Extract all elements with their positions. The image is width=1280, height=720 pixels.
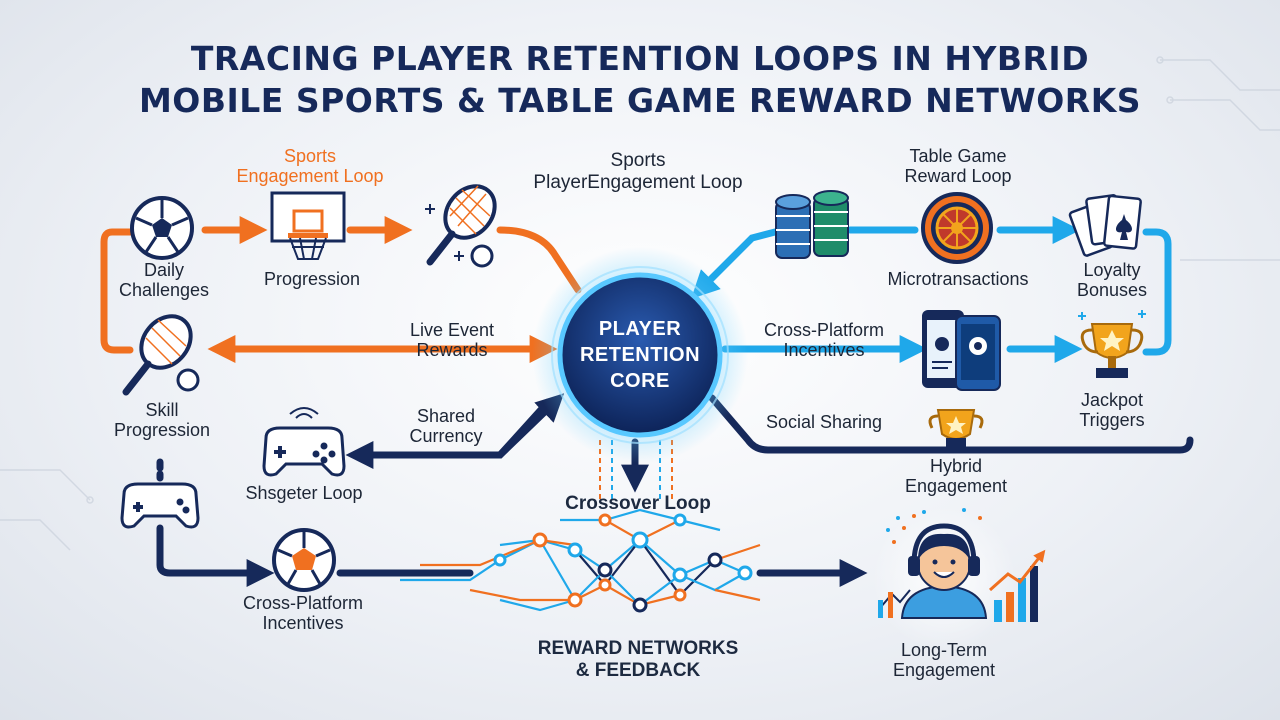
cross-platform-right-line2: Incentives — [783, 340, 865, 360]
table-game-reward-header-line2: Reward Loop — [904, 166, 1012, 186]
cross-platform-right-label: Cross-Platform Incentives — [764, 320, 884, 360]
shared-currency-label: Shared Currency — [409, 406, 482, 446]
hybrid-engagement-label: Hybrid Engagement — [905, 456, 1007, 496]
diagram-title-line2: MOBILE SPORTS & TABLE GAME REWARD NETWOR… — [138, 81, 1142, 120]
playing-cards-icon — [1068, 194, 1142, 257]
core-label: PLAYER RETENTION CORE — [560, 316, 720, 394]
live-event-rewards-label: Live Event Rewards — [410, 320, 494, 360]
reward-networks-label: REWARD NETWORKS & FEEDBACK — [538, 638, 739, 682]
cross-platform-left-label: Cross-Platform Incentives — [243, 593, 363, 633]
poker-chips-icon — [775, 190, 849, 259]
core-label-line2: RETENTION — [579, 344, 701, 366]
roulette-wheel-icon — [921, 192, 993, 264]
daily-challenges-label: Daily Challenges — [119, 260, 209, 300]
jackpot-triggers-line2: Triggers — [1079, 410, 1145, 430]
sports-player-engagement-header-line2: PlayerEngagement Loop — [533, 172, 743, 193]
sports-player-engagement-header: Sports PlayerEngagement Loop — [533, 150, 742, 194]
skill-progression-label: Skill Progression — [114, 400, 210, 440]
loyalty-bonuses-line1: Loyalty — [1083, 260, 1141, 280]
long-term-engagement-line2: Engagement — [892, 660, 996, 680]
soccer-ball-icon-orange — [272, 528, 336, 592]
sports-engagement-header: Sports Engagement Loop — [236, 146, 383, 186]
loyalty-bonuses-label: Loyalty Bonuses — [1077, 260, 1147, 300]
growth-chart-icon — [878, 549, 1046, 622]
core-label-line3: CORE — [610, 370, 670, 392]
long-term-engagement-label: Long-Term Engagement — [893, 640, 995, 680]
loop-right-connector — [1142, 228, 1172, 356]
table-loop-arrows — [691, 216, 1172, 363]
game-controller-icon — [262, 407, 346, 477]
basketball-hoop-icon — [270, 191, 346, 260]
arrow-core-to-hybrid — [708, 394, 1194, 454]
skill-progression-line2: Progression — [113, 420, 211, 440]
trophy-icon — [1078, 310, 1146, 378]
progression-label: Progression — [263, 269, 361, 289]
hybrid-engagement-line1: Hybrid — [929, 456, 983, 476]
arrow-controller-to-cross-platform — [156, 524, 275, 587]
shared-currency-line2: Currency — [409, 426, 483, 446]
loyalty-bonuses-line2: Bonuses — [1076, 280, 1148, 300]
daily-challenges-line1: Daily — [143, 260, 184, 280]
arrow-tennis-to-core — [496, 226, 582, 294]
shsgeter-loop-label: Shsgeter Loop — [245, 483, 363, 503]
diagram-title-line1: TRACING PLAYER RETENTION LOOPS IN HYBRID — [190, 39, 1090, 78]
shared-currency-up-arrow — [496, 393, 565, 459]
long-term-engagement-line1: Long-Term — [900, 640, 988, 660]
core-label-line1: PLAYER — [598, 318, 682, 340]
crossover-loop-label: Crossover Loop — [565, 493, 711, 514]
trophy-icon-hybrid — [928, 409, 984, 448]
social-sharing-label: Social Sharing — [765, 412, 883, 432]
tennis-racket-icon-left — [122, 314, 200, 396]
live-event-rewards-line2: Rewards — [416, 340, 488, 360]
skill-progression-line1: Skill — [145, 400, 179, 420]
soccer-ball-icon — [130, 196, 194, 260]
cross-platform-left-line1: Cross-Platform — [242, 593, 364, 613]
cross-platform-left-line2: Incentives — [262, 613, 344, 633]
tennis-racket-icon — [425, 184, 497, 268]
reward-networks-line2: & FEEDBACK — [575, 660, 701, 681]
gamer-headset-icon — [872, 506, 1016, 650]
smartphone-icon — [922, 310, 1001, 391]
sports-engagement-header-line2: Engagement Loop — [236, 166, 384, 186]
reward-network-graph — [400, 508, 761, 613]
daily-challenges-line2: Challenges — [118, 280, 210, 300]
reward-networks-line1: REWARD NETWORKS — [537, 638, 739, 659]
game-controller-icon-left — [120, 482, 200, 529]
shared-currency-line1: Shared — [416, 406, 476, 426]
jackpot-triggers-label: Jackpot Triggers — [1079, 390, 1144, 430]
sports-loop-arrows — [100, 216, 582, 363]
circuit-decoration — [0, 56, 1280, 551]
sports-engagement-header-line1: Sports — [283, 146, 337, 166]
sports-player-engagement-header-line1: Sports — [610, 150, 666, 171]
jackpot-triggers-line1: Jackpot — [1080, 390, 1144, 410]
loop-left-connector — [100, 228, 139, 354]
hybrid-engagement-line2: Engagement — [904, 476, 1008, 496]
microtransactions-label: Microtransactions — [887, 269, 1029, 289]
arrow-chips-to-core — [691, 228, 779, 299]
live-event-rewards-line1: Live Event — [409, 320, 495, 340]
cross-platform-right-line1: Cross-Platform — [763, 320, 885, 340]
player-retention-core — [532, 247, 748, 463]
table-game-reward-header-line1: Table Game — [909, 146, 1007, 166]
table-game-reward-header: Table Game Reward Loop — [904, 146, 1011, 186]
